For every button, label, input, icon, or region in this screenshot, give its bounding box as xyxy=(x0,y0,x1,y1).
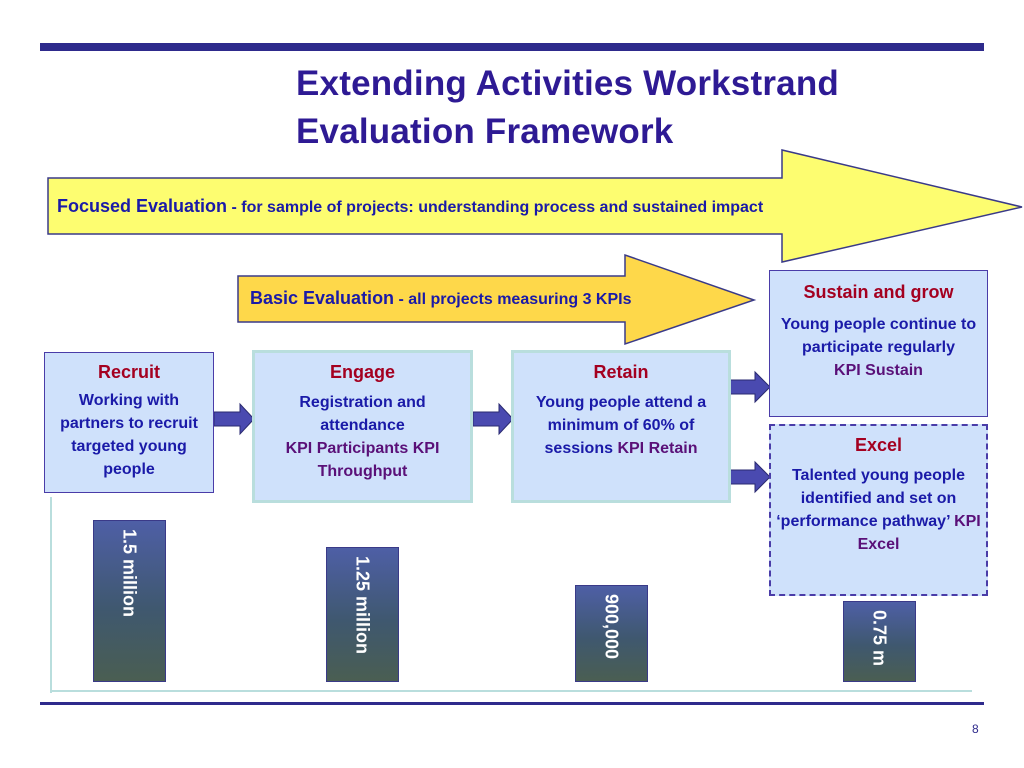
stage-excel: Excel Talented young people identified a… xyxy=(769,424,988,596)
stage-engage: Engage Registration and attendance KPI P… xyxy=(252,350,473,503)
stage-excel-kpi: KPI Excel xyxy=(857,513,981,553)
stage-engage-kpi: KPI Participants KPI Throughput xyxy=(285,440,440,480)
stage-recruit: Recruit Working with partners to recruit… xyxy=(44,352,214,493)
stage-excel-content: Talented young people identified and set… xyxy=(771,464,986,556)
stage-recruit-description: Working with partners to recruit targete… xyxy=(60,392,198,478)
basic-evaluation-label: Basic Evaluation - all projects measurin… xyxy=(250,288,631,309)
top-rule xyxy=(40,43,984,51)
stage-retain-description: Young people attend a minimum of 60% of … xyxy=(535,394,707,457)
basic-evaluation-description: all projects measuring 3 KPIs xyxy=(408,291,632,308)
stage-retain-content: Young people attend a minimum of 60% of … xyxy=(514,391,728,460)
stage-sustain-and-grow: Sustain and grow Young people continue t… xyxy=(769,270,988,417)
title-line-1: Extending Activities Workstrand xyxy=(296,64,839,103)
flow-arrow-retain-excel xyxy=(728,460,771,494)
stage-sustain-description: Young people continue to participate reg… xyxy=(780,316,977,356)
stage-excel-heading: Excel xyxy=(854,435,903,455)
bar-value-label: 900,000 xyxy=(601,594,622,660)
basic-evaluation-separator: - xyxy=(394,291,409,308)
chart-axis-vertical xyxy=(50,497,52,693)
flow-arrow-retain-sustain xyxy=(728,370,771,404)
focused-evaluation-description: for sample of projects: understanding pr… xyxy=(241,199,764,216)
stage-retain-heading: Retain xyxy=(593,362,649,382)
focused-evaluation-label: Focused Evaluation - for sample of proje… xyxy=(57,196,763,217)
page-title: Extending Activities Workstrand Evaluati… xyxy=(296,60,996,156)
bar-value-label: 0.75 m xyxy=(869,610,890,667)
bar-retain: 900,000 xyxy=(574,585,648,682)
bar-recruit: 1.5 million xyxy=(92,520,166,682)
chart-axis-horizontal xyxy=(50,690,972,692)
stage-recruit-heading: Recruit xyxy=(97,362,160,382)
stage-engage-content: Registration and attendance KPI Particip… xyxy=(255,391,470,483)
stage-sustain-kpi: KPI Sustain xyxy=(834,362,923,379)
bottom-rule xyxy=(40,702,984,705)
focused-evaluation-lead: Focused Evaluation xyxy=(57,196,228,216)
bar-value-label: 1.5 million xyxy=(119,529,140,618)
focused-evaluation-separator: - xyxy=(227,199,242,216)
stage-engage-heading: Engage xyxy=(329,362,395,382)
stage-sustain-content: Young people continue to participate reg… xyxy=(770,313,987,382)
stage-retain-kpi: KPI Retain xyxy=(617,440,698,457)
bar-excel: 0.75 m xyxy=(842,601,916,682)
stage-retain: Retain Young people attend a minimum of … xyxy=(511,350,731,503)
basic-evaluation-lead: Basic Evaluation xyxy=(250,288,395,308)
stage-excel-description: Talented young people identified and set… xyxy=(776,467,966,530)
page-number: 8 xyxy=(972,722,979,736)
stage-sustain-heading: Sustain and grow xyxy=(803,282,954,302)
bar-engage: 1.25 million xyxy=(325,547,399,682)
stage-engage-description: Registration and attendance xyxy=(299,394,426,434)
title-line-2: Evaluation Framework xyxy=(296,112,674,151)
flow-arrow-engage-retain xyxy=(472,402,514,436)
flow-arrow-recruit-engage xyxy=(213,402,255,436)
bar-value-label: 1.25 million xyxy=(352,556,373,655)
